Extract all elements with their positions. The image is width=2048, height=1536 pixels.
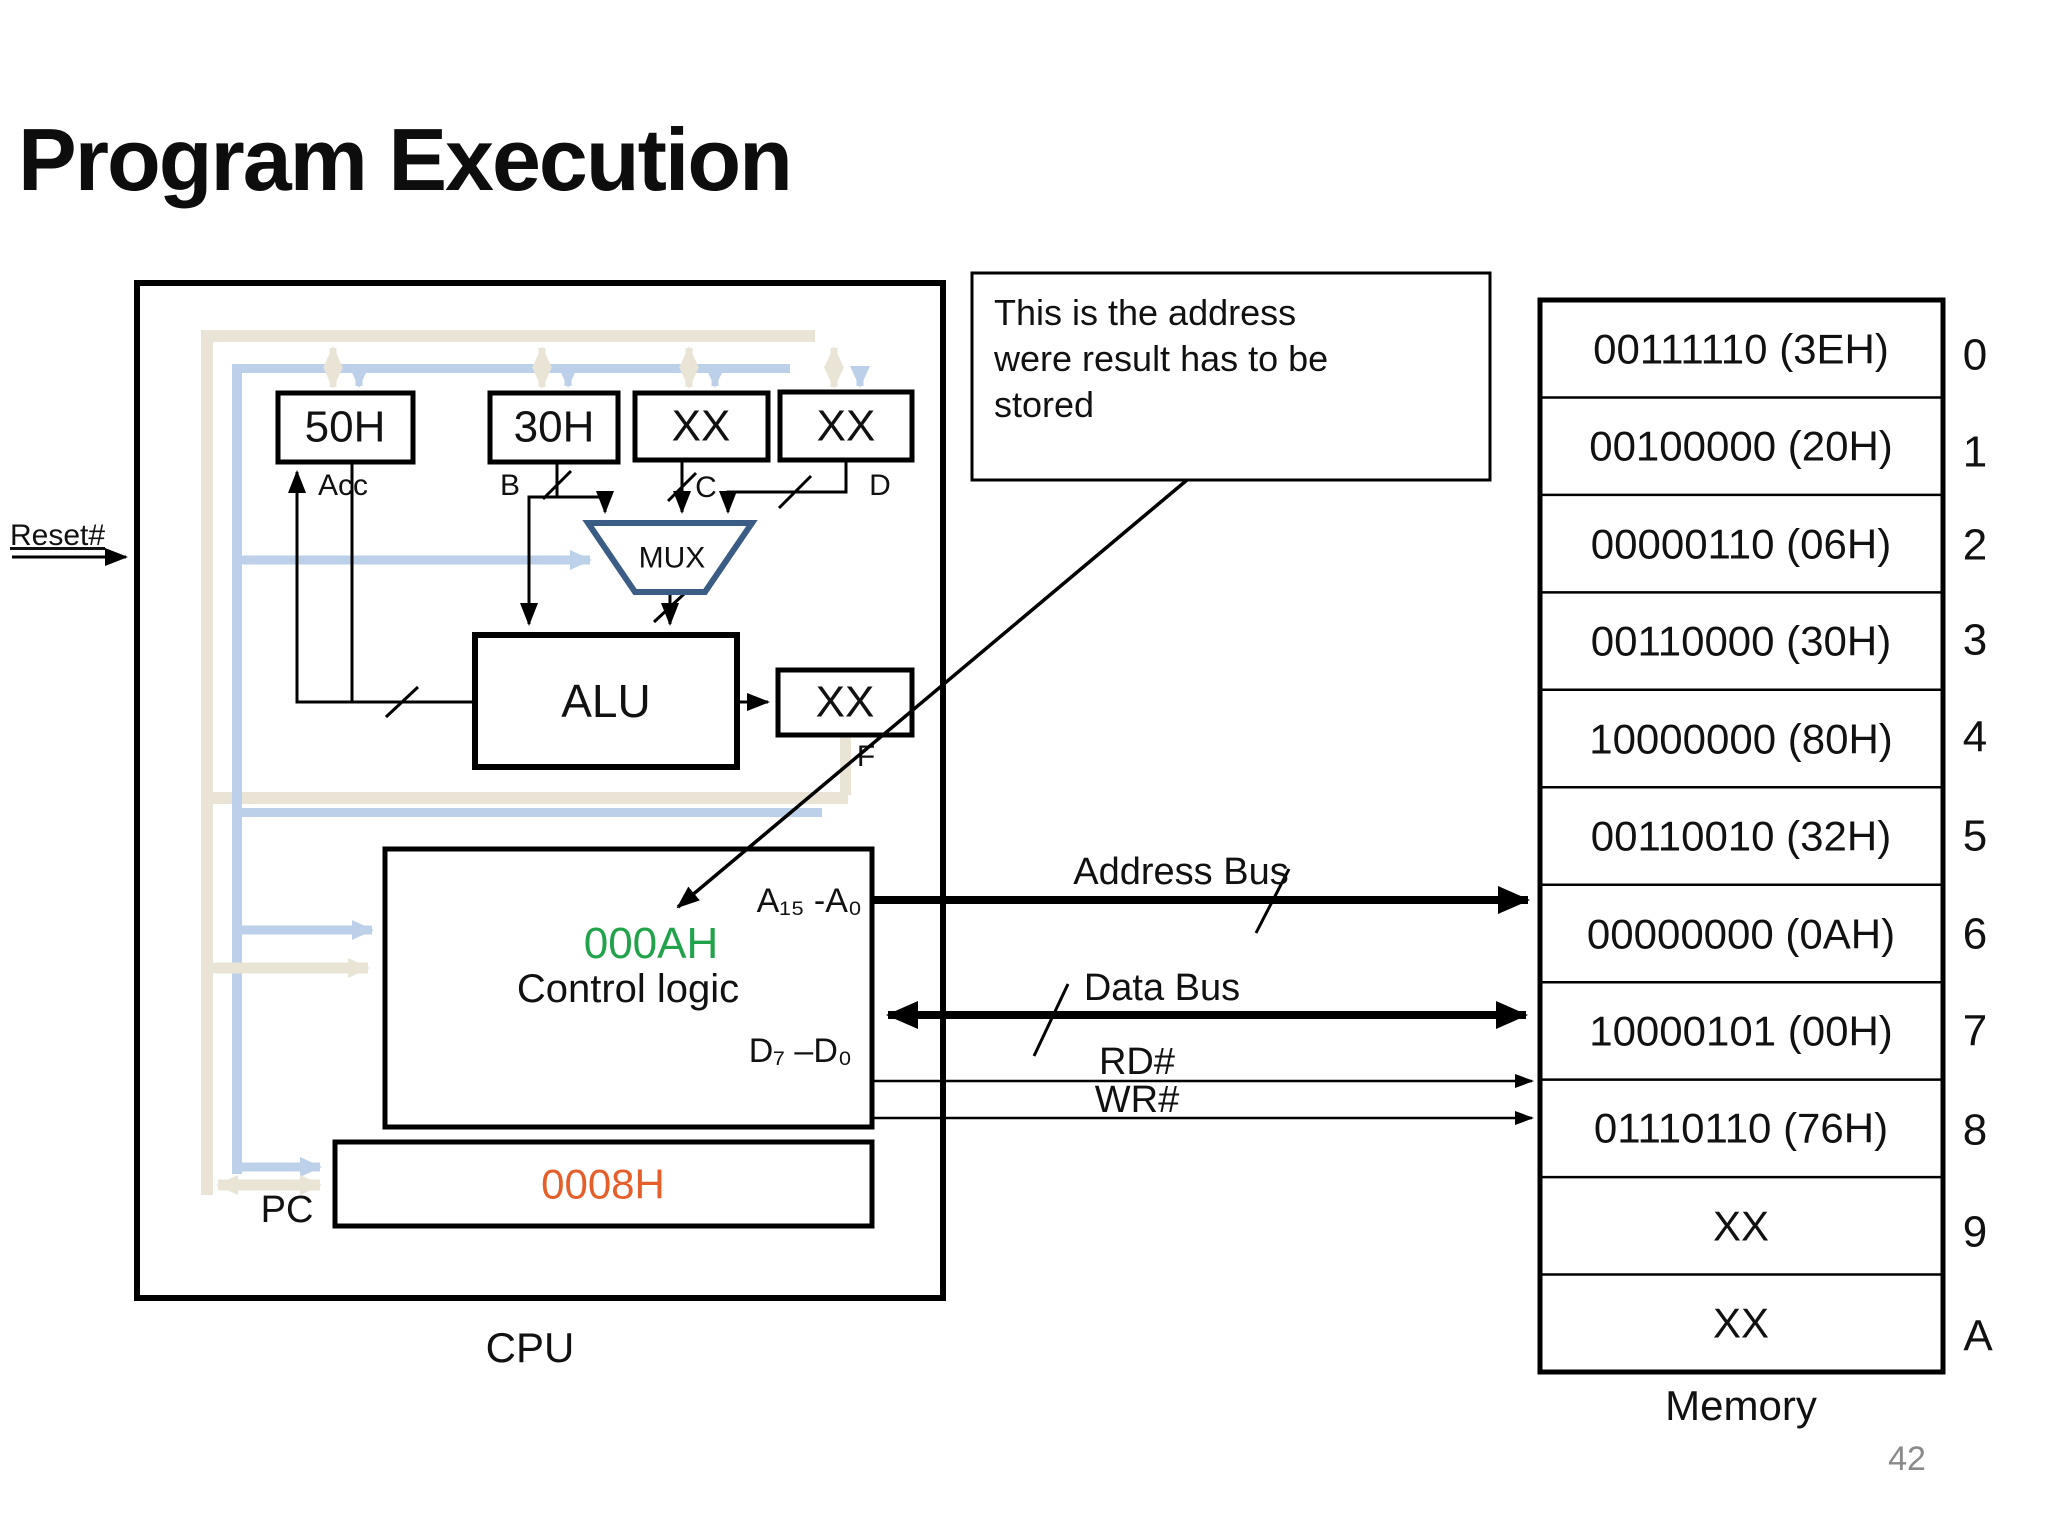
blue-bus-top-rail bbox=[232, 364, 790, 373]
external-buses: Address Bus Data Bus RD# WR# bbox=[872, 851, 1534, 1125]
flag-register-box bbox=[775, 667, 915, 738]
memory-address: 0 bbox=[1963, 331, 1987, 380]
data-bus-label: Data Bus bbox=[1084, 967, 1240, 1009]
bus-width-slash bbox=[777, 474, 813, 510]
memory-address: 4 bbox=[1963, 713, 1987, 762]
rd-label: RD# bbox=[1099, 1041, 1175, 1083]
alu-box bbox=[472, 632, 740, 770]
memory-address: 2 bbox=[1963, 521, 1987, 570]
d-to-mux-wire bbox=[719, 460, 848, 514]
memory-cell: 00110000 (30H) bbox=[1591, 618, 1891, 665]
callout-pointer-arrow bbox=[676, 478, 1189, 909]
memory-cell: 00100000 (20H) bbox=[1589, 423, 1893, 470]
register-acc-value: 50H bbox=[305, 403, 386, 452]
memory-address: 3 bbox=[1963, 616, 1987, 665]
memory-cell: 00111110 (3EH) bbox=[1593, 326, 1889, 373]
memory-cell: 10000101 (00H) bbox=[1589, 1008, 1893, 1055]
memory-label: Memory bbox=[1665, 1382, 1817, 1429]
memory-address: A bbox=[1963, 1312, 1993, 1361]
beige-bus-left-rail bbox=[201, 330, 213, 1195]
memory-cell: 10000000 (80H) bbox=[1589, 716, 1893, 763]
pc-box bbox=[332, 1139, 875, 1229]
control-logic-address-value: 000AH bbox=[584, 919, 719, 968]
control-logic-label: Control logic bbox=[517, 967, 739, 1011]
register-d-value: XX bbox=[817, 402, 876, 451]
register-bank: 50H Acc 30H B XX C XX D bbox=[275, 389, 915, 504]
b-to-alu-wire bbox=[520, 495, 557, 626]
mux-label: MUX bbox=[639, 542, 706, 575]
bus-width-slash bbox=[384, 685, 420, 719]
cpu-box bbox=[134, 280, 946, 1301]
control-logic-box bbox=[382, 846, 875, 1130]
register-c-label: C bbox=[695, 471, 717, 504]
pc-value: 0008H bbox=[541, 1161, 665, 1208]
flag-register-label: F bbox=[857, 740, 875, 773]
register-b-value: 30H bbox=[514, 403, 595, 452]
register-d-box bbox=[777, 389, 915, 463]
cpu-label: CPU bbox=[486, 1324, 575, 1371]
memory-cell: 00000000 (0AH) bbox=[1587, 911, 1895, 958]
bus-width-slash bbox=[652, 592, 686, 624]
mux-shape bbox=[582, 520, 758, 595]
memory-cell: XX bbox=[1713, 1300, 1769, 1347]
callout-line-3: stored bbox=[994, 384, 1094, 425]
memory-address: 9 bbox=[1963, 1208, 1987, 1257]
beige-bus-mid-rail bbox=[201, 792, 848, 804]
callout-box bbox=[970, 271, 1492, 482]
blue-bus-left-rail bbox=[232, 364, 242, 1174]
register-d-label: D bbox=[869, 469, 891, 502]
pc-label: PC bbox=[261, 1189, 314, 1231]
memory-table: 00111110 (3EH) 00100000 (20H) 00000110 (… bbox=[1537, 297, 1993, 1429]
memory-cell: 00000110 (06H) bbox=[1591, 521, 1891, 568]
register-c-value: XX bbox=[672, 402, 731, 451]
callout-line-2: were result has to be bbox=[993, 338, 1328, 379]
bus-width-slash bbox=[1032, 983, 1070, 1057]
memory-address: 5 bbox=[1963, 812, 1987, 861]
address-pins-label: A₁₅ -A₀ bbox=[757, 882, 862, 920]
wr-label: WR# bbox=[1095, 1079, 1179, 1121]
register-c-box bbox=[632, 390, 771, 463]
register-acc-label: Acc bbox=[318, 469, 368, 502]
bus-width-slash bbox=[666, 471, 698, 503]
register-b-label: B bbox=[500, 469, 520, 502]
blue-bus-mid-rail bbox=[237, 808, 822, 817]
bus-width-slash bbox=[541, 469, 573, 501]
beige-bus-top-rail bbox=[201, 330, 815, 342]
reset-label: Reset# bbox=[10, 519, 105, 552]
address-bus-label: Address Bus bbox=[1073, 851, 1288, 893]
register-acc-box bbox=[275, 390, 416, 465]
memory-address: 8 bbox=[1963, 1106, 1987, 1155]
b-to-mux-wire bbox=[557, 491, 614, 514]
memory-box bbox=[1537, 297, 1946, 1375]
flag-register-value: XX bbox=[816, 678, 875, 727]
callout: This is the address were result has to b… bbox=[676, 271, 1492, 909]
alu-to-acc-wire bbox=[288, 470, 475, 704]
register-b-box bbox=[487, 390, 621, 465]
alu-label: ALU bbox=[561, 675, 650, 727]
memory-address: 6 bbox=[1963, 910, 1987, 959]
callout-line-1: This is the address bbox=[994, 292, 1296, 333]
memory-cell: 00110010 (32H) bbox=[1591, 813, 1891, 860]
page-number: 42 bbox=[1888, 1440, 1926, 1478]
memory-cell: 01110110 (76H) bbox=[1594, 1105, 1888, 1152]
page-title: Program Execution bbox=[18, 110, 791, 209]
datapath-wires bbox=[12, 460, 1291, 1057]
memory-address: 7 bbox=[1963, 1007, 1987, 1056]
memory-cell: XX bbox=[1713, 1203, 1769, 1250]
data-pins-label: D₇ –D₀ bbox=[749, 1032, 852, 1070]
memory-address: 1 bbox=[1963, 428, 1987, 477]
